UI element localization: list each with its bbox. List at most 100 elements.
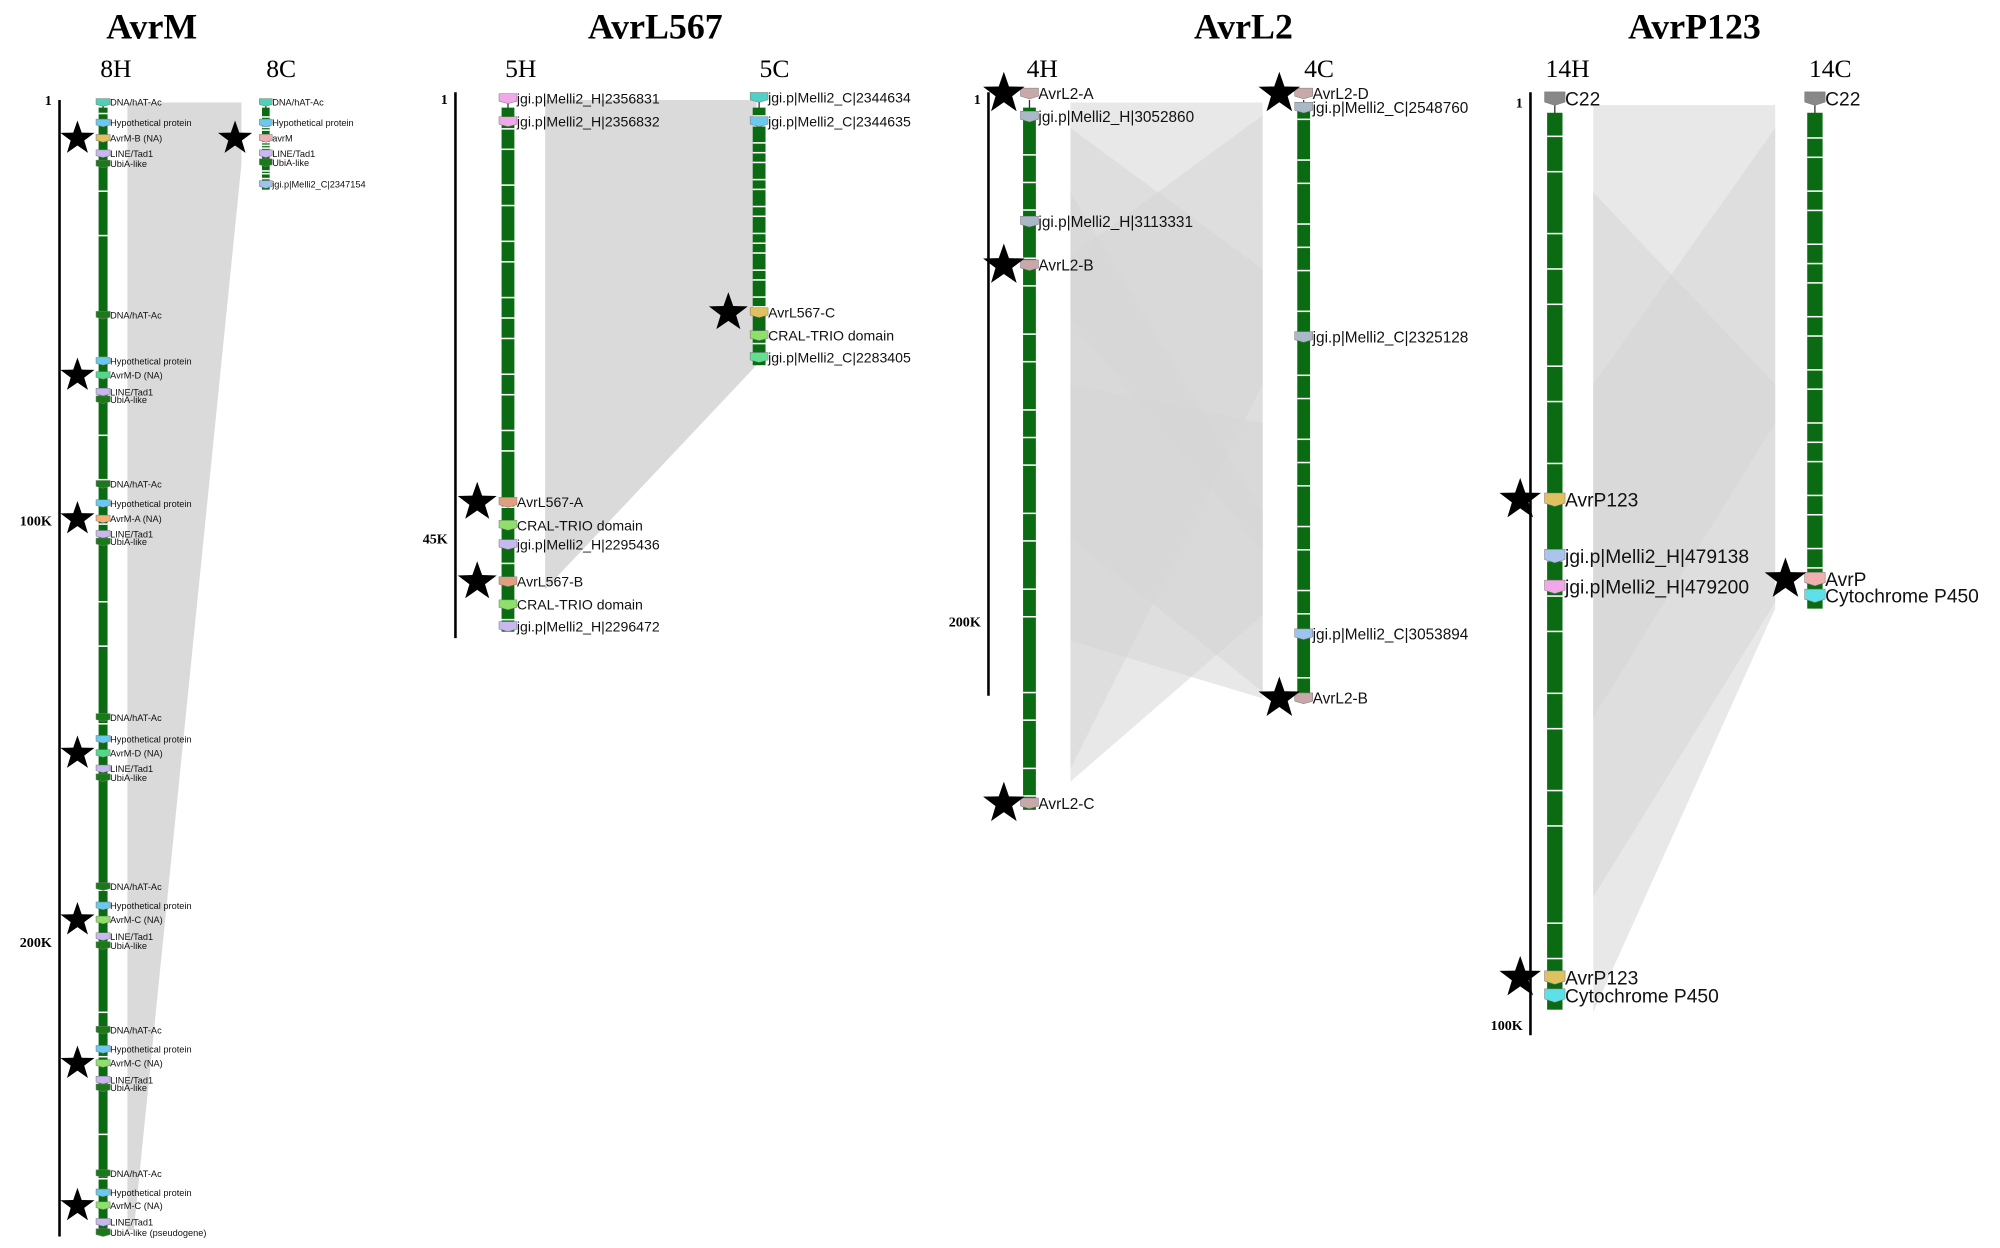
track-gap	[98, 600, 108, 603]
gene-label: AvrM-D (NA)	[110, 749, 163, 759]
gene-label: AvrL2-C	[1038, 796, 1094, 813]
axis-tick-label: 100K	[1491, 1018, 1523, 1034]
gene-label: Hypothetical protein	[110, 735, 191, 745]
axis-tick-label: 45K	[423, 531, 448, 547]
track-gap	[1807, 460, 1823, 463]
star-icon	[1258, 676, 1301, 716]
track-gap	[1023, 360, 1036, 363]
gene-label: AvrM-B (NA)	[110, 134, 162, 144]
star-icon	[60, 902, 95, 935]
gene-label: jgi.p|Melli2_C|2347154	[271, 180, 365, 190]
gene-marker	[498, 576, 518, 587]
axis-tick-label: 1	[1516, 96, 1523, 112]
gene-label: jgi.p|Melli2_C|2325128	[1312, 329, 1469, 346]
gene-marker	[259, 149, 273, 158]
track-gap	[501, 429, 515, 432]
synteny-band	[127, 102, 242, 1231]
track-gap	[1297, 310, 1311, 313]
track-gap	[98, 645, 108, 647]
gene-marker	[498, 599, 518, 610]
gene-marker	[95, 118, 111, 128]
gene-label: CRAL-TRIO domain	[517, 597, 643, 613]
star-icon	[218, 120, 253, 153]
track-gap	[1807, 369, 1823, 371]
track-gap	[1297, 159, 1311, 161]
gene-marker	[95, 387, 111, 397]
track-gap	[501, 296, 515, 299]
gene-label: LINE/Tad1	[110, 387, 153, 397]
track-gap	[1547, 400, 1563, 403]
track-body	[1023, 107, 1036, 810]
track-name: 5H	[505, 54, 536, 83]
gene-marker	[1294, 331, 1313, 343]
gene-marker	[95, 371, 111, 380]
track-gap	[261, 170, 270, 172]
gene-label: CRAL-TRIO domain	[768, 328, 894, 344]
gene-marker	[749, 330, 769, 341]
panel-title: AvrL2	[1194, 6, 1293, 46]
gene-label: UbiA-like	[110, 773, 147, 783]
track-gap	[1297, 223, 1311, 225]
track-gap	[1547, 170, 1563, 173]
gene-marker	[498, 93, 518, 104]
axis-tick-label: 1	[441, 92, 448, 108]
track-gap	[261, 177, 270, 180]
track-name: 4C	[1304, 54, 1334, 83]
track-gap	[1297, 485, 1311, 487]
gene-label: jgi.p|Melli2_H|479200	[1564, 578, 1749, 599]
track-gap	[752, 296, 766, 298]
gene-label: LINE/Tad1	[110, 932, 153, 942]
track-gap	[1807, 243, 1823, 246]
gene-label: AvrL2-A	[1038, 86, 1094, 103]
gene-label: UbiA-like	[110, 1083, 147, 1093]
track-gap	[98, 190, 108, 192]
star-icon	[60, 1187, 95, 1221]
track-gap	[1547, 630, 1563, 633]
track-gap	[501, 148, 515, 151]
gene-marker	[95, 941, 111, 950]
star-icon	[457, 561, 497, 599]
track-4c: 4CAvrL2-Djgi.p|Melli2_C|2548760jgi.p|Mel…	[1258, 54, 1469, 716]
track-gap	[752, 232, 766, 235]
track-gap	[1807, 547, 1823, 550]
gene-marker	[95, 1228, 111, 1237]
track-gap	[1807, 156, 1823, 159]
track-gap	[752, 161, 766, 164]
gene-label: Hypothetical protein	[110, 1045, 191, 1055]
track-gap	[98, 723, 108, 725]
track-gap	[1807, 513, 1823, 516]
track-5c: 5Cjgi.p|Melli2_C|2344634jgi.p|Melli2_C|2…	[708, 54, 911, 365]
gene-label: LINE/Tad1	[272, 149, 315, 159]
gene-label: UbiA-like (pseudogene)	[110, 1228, 206, 1238]
star-icon	[983, 71, 1025, 112]
gene-marker	[95, 749, 111, 758]
gene-label: AvrL2-B	[1313, 691, 1368, 708]
track-gap	[1023, 257, 1036, 260]
synteny-band	[1070, 192, 1263, 551]
gene-marker	[749, 307, 769, 318]
gene-label: AvrL2-B	[1038, 258, 1093, 275]
gene-label: AvrL567-C	[768, 305, 835, 321]
gene-label: Cytochrome P450	[1565, 986, 1719, 1007]
track-gap	[1023, 588, 1036, 590]
gene-marker	[749, 352, 769, 363]
track-gap	[1807, 190, 1823, 192]
gene-label: AvrP123	[1565, 968, 1638, 989]
gene-marker	[95, 98, 111, 107]
gene-marker	[95, 1188, 111, 1198]
gene-label: Hypothetical protein	[110, 499, 191, 509]
gene-marker	[1294, 101, 1313, 114]
track-gap	[1547, 595, 1563, 597]
track-gap	[1807, 422, 1823, 424]
gene-label: Hypothetical protein	[110, 1188, 191, 1198]
track-gap	[752, 188, 766, 191]
gene-marker	[259, 98, 273, 107]
track-gap	[1807, 209, 1823, 212]
track-gap	[1023, 464, 1036, 466]
track-gap	[1023, 209, 1036, 211]
track-gap	[1297, 374, 1311, 377]
track-gap	[1023, 333, 1036, 335]
track-gap	[1547, 789, 1563, 792]
track-gap	[1807, 335, 1823, 337]
